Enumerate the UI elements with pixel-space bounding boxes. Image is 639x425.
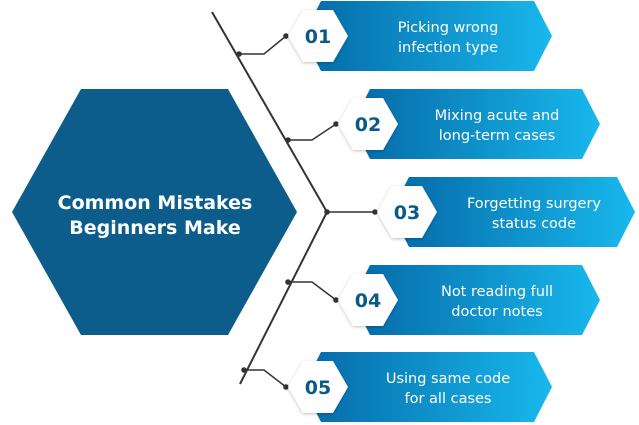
connector-dot <box>285 279 291 285</box>
connector-dot <box>285 137 291 143</box>
item-text-line1: Mixing acute and <box>435 108 560 124</box>
connector-line <box>239 35 287 55</box>
item-text-line1: Not reading full <box>441 284 553 300</box>
center-title-line2: Beginners Make <box>69 217 240 239</box>
connector-dot <box>324 209 330 215</box>
item-number: 02 <box>355 114 381 136</box>
item-number: 01 <box>305 26 331 48</box>
mistake-banner <box>391 177 635 247</box>
item-text-line1: Picking wrong <box>398 20 499 36</box>
item-number: 03 <box>394 202 420 224</box>
item-text-line2: doctor notes <box>451 304 542 320</box>
item-text-line2: status code <box>492 216 576 232</box>
mistake-item-3: 03 Forgetting surgery status code <box>324 177 635 247</box>
number-badge <box>338 274 398 326</box>
connector-dot <box>236 51 242 57</box>
connector-line <box>288 123 337 141</box>
number-badge <box>288 10 348 62</box>
connector-dot <box>333 121 339 127</box>
mistake-item-1: 01 Picking wrong infection type <box>236 1 552 71</box>
number-badge <box>338 98 398 150</box>
center-title-line1: Common Mistakes <box>58 192 253 214</box>
connector-dot <box>283 384 289 390</box>
item-text-line2: infection type <box>398 40 498 56</box>
center-hexagon: Common Mistakes Beginners Make <box>12 89 297 335</box>
mistake-item-2: 02 Mixing acute and long-term cases <box>285 89 600 159</box>
item-number: 05 <box>305 377 331 399</box>
mistake-banner <box>352 89 600 159</box>
mistake-item-4: 04 Not reading full doctor notes <box>285 265 600 335</box>
number-badge <box>377 186 437 238</box>
items-layer: 01 Picking wrong infection type 02 Mixing ac… <box>236 1 635 422</box>
connector-line <box>244 369 287 388</box>
connector-dot <box>372 209 378 215</box>
mistake-banner <box>352 265 600 335</box>
connector-line <box>288 281 337 301</box>
connector-dot <box>241 367 247 373</box>
item-text-line1: Forgetting surgery <box>467 196 601 212</box>
connector-dot <box>333 297 339 303</box>
item-text-line2: for all cases <box>405 391 492 407</box>
mistake-banner <box>303 352 552 422</box>
connector-dot <box>283 33 289 39</box>
item-number: 04 <box>355 290 381 312</box>
mistake-item-5: 05 Using same code for all cases <box>241 352 552 422</box>
item-text-line2: long-term cases <box>439 128 555 144</box>
number-badge <box>288 361 348 413</box>
item-text-line1: Using same code <box>386 371 510 387</box>
mistake-banner <box>303 1 552 71</box>
